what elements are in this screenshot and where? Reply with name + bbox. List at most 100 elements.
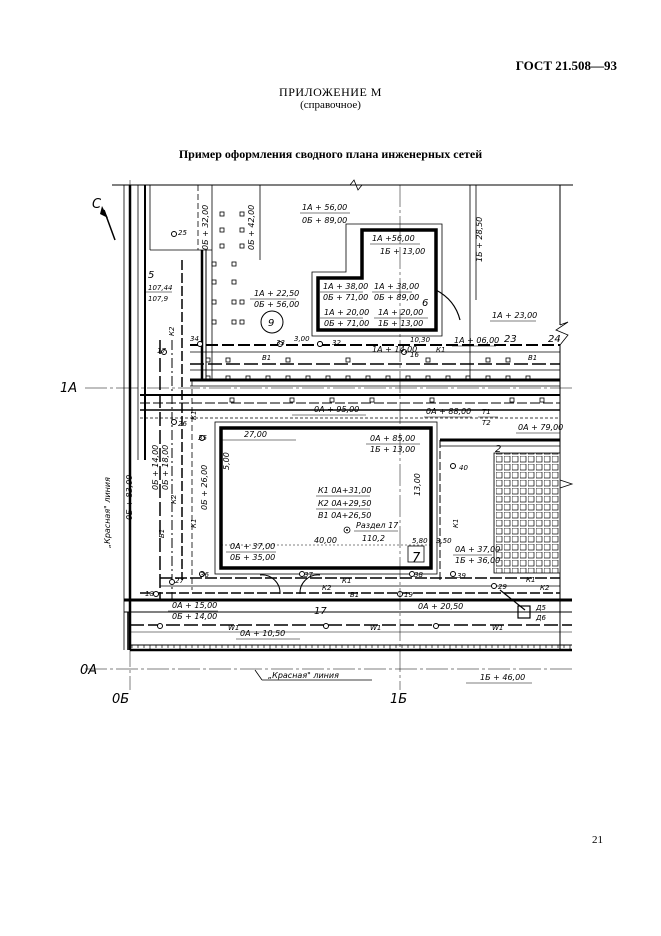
- feature-number: 5: [148, 270, 154, 281]
- well-marker: [450, 463, 456, 469]
- level-label: 107,9: [148, 295, 169, 303]
- well-marker: [299, 571, 305, 577]
- coord-label: 0А + 88,00: [426, 407, 471, 416]
- network-label: W1: [228, 624, 239, 632]
- coord-label: 1Б + 13,00: [378, 319, 423, 328]
- well-marker: [199, 435, 205, 441]
- network-label: W1: [492, 624, 503, 632]
- coord-label: 1Б + 13,00: [370, 445, 415, 454]
- coord-label: 0Б + 83,00: [125, 475, 134, 520]
- coord-label: 0А + 95,00: [314, 405, 359, 414]
- network-label: К1: [436, 346, 445, 354]
- feature-number: 9: [268, 318, 274, 329]
- coord-label: 0Б + 71,00: [323, 293, 368, 302]
- document-code: ГОСТ 21.508—93: [515, 58, 617, 73]
- north-label: С: [92, 197, 102, 212]
- network-label: Д6: [535, 614, 546, 622]
- coord-label: 1Б + 36,00: [455, 556, 500, 565]
- network-label: В1: [262, 354, 271, 362]
- dimension-label: 5,00: [222, 452, 231, 470]
- network-note: В1 0А+26,50: [318, 511, 371, 520]
- dimension-label: 5,80: [412, 537, 428, 545]
- north-arrow-icon: С: [92, 197, 116, 241]
- network-note: К2 0А+29,50: [318, 499, 371, 508]
- coord-label: 1А + 23,00: [492, 311, 537, 320]
- coord-label: 0Б + 14,00: [151, 445, 160, 490]
- coord-label: 0А + 79,00: [518, 423, 563, 432]
- network-label: К1: [452, 519, 460, 528]
- coord-label: 1Б + 13,00: [380, 247, 425, 256]
- well-number: 27: [175, 577, 184, 585]
- well-marker: [171, 419, 177, 425]
- coord-label: 1Б + 46,00: [480, 673, 525, 682]
- network-label: В1: [158, 529, 166, 538]
- network-label: В1: [350, 591, 359, 599]
- well-marker: [277, 341, 283, 347]
- upper-building: [311, 223, 461, 337]
- axis-label-1a: 1А: [60, 381, 77, 396]
- well-number: 36: [200, 571, 209, 579]
- network-label: К1: [342, 577, 351, 585]
- well-marker: [323, 623, 329, 629]
- coord-label: 0А + 15,00: [172, 601, 217, 610]
- dimension-label: 27,00: [244, 430, 267, 439]
- pump-icon: [499, 589, 531, 619]
- gate-arcs: [259, 574, 321, 595]
- bottom-ground: [124, 598, 572, 652]
- well-marker: [153, 591, 159, 597]
- axis-label-0b: 0Б: [112, 692, 129, 707]
- coord-label: 0А + 10,50: [240, 629, 285, 638]
- network-label: К2: [168, 326, 176, 336]
- lamp-post-markers: [205, 211, 545, 403]
- network-label: В1: [528, 354, 537, 362]
- well-marker: [433, 623, 439, 629]
- red-line-label: „Красная" линия: [268, 671, 339, 680]
- network-label: К2: [322, 584, 332, 592]
- network-label: Т2: [482, 419, 491, 427]
- coord-label: 0Б + 89,00: [374, 293, 419, 302]
- well-marker: [157, 623, 163, 629]
- well-marker: [197, 341, 203, 347]
- coord-label: 0Б + 56,00: [254, 300, 299, 309]
- left-verticals: [159, 185, 477, 600]
- coord-label: 1А + 20,00: [378, 308, 423, 317]
- coord-label: 0Б + 89,00: [302, 216, 347, 225]
- well-number: 18: [145, 590, 154, 598]
- coord-label: 0Б + 71,00: [324, 319, 369, 328]
- plan-caption: Пример оформления сводного плана инженер…: [178, 147, 483, 161]
- well-marker: [409, 571, 415, 577]
- well-number: 38: [414, 571, 423, 579]
- coord-label: 1Б + 28,50: [475, 217, 484, 262]
- appendix-subtitle: (справочное): [300, 99, 361, 111]
- well-marker: [317, 341, 323, 347]
- dimension-label: 3,00: [294, 335, 310, 343]
- dimension-label: 3,50: [436, 537, 452, 545]
- coord-label: 1А + 38,00: [323, 282, 368, 291]
- well-marker: [169, 579, 175, 585]
- coord-label: 0Б + 26,00: [200, 465, 209, 510]
- well-marker: [199, 571, 205, 577]
- feature-number: 2: [495, 444, 501, 455]
- level-label: 107,44: [148, 284, 173, 292]
- network-label: К1: [190, 411, 198, 420]
- coord-label: 0А + 85,00: [370, 434, 415, 443]
- feature-number: 6: [422, 298, 428, 309]
- well-number: 19: [404, 591, 413, 599]
- well-marker: [171, 231, 177, 237]
- network-label: К2: [540, 584, 550, 592]
- well-number: 39: [457, 572, 466, 580]
- coord-label: 0А + 37,00: [230, 542, 275, 551]
- dimension-label: 10,30: [410, 336, 431, 344]
- network-label: Д5: [535, 604, 546, 612]
- dimension-label: 13,00: [413, 473, 422, 496]
- coord-label: 1А + 22,50: [254, 289, 299, 298]
- coord-label: 0А + 37,00: [455, 545, 500, 554]
- well-marker: [450, 571, 456, 577]
- well-number: 35: [198, 434, 207, 442]
- well-number: 29: [498, 583, 507, 591]
- axis-markers: [85, 180, 572, 690]
- feature-number: 23: [504, 334, 517, 345]
- appendix-title: ПРИЛОЖЕНИЕ М: [279, 85, 382, 99]
- paved-area: [493, 452, 561, 574]
